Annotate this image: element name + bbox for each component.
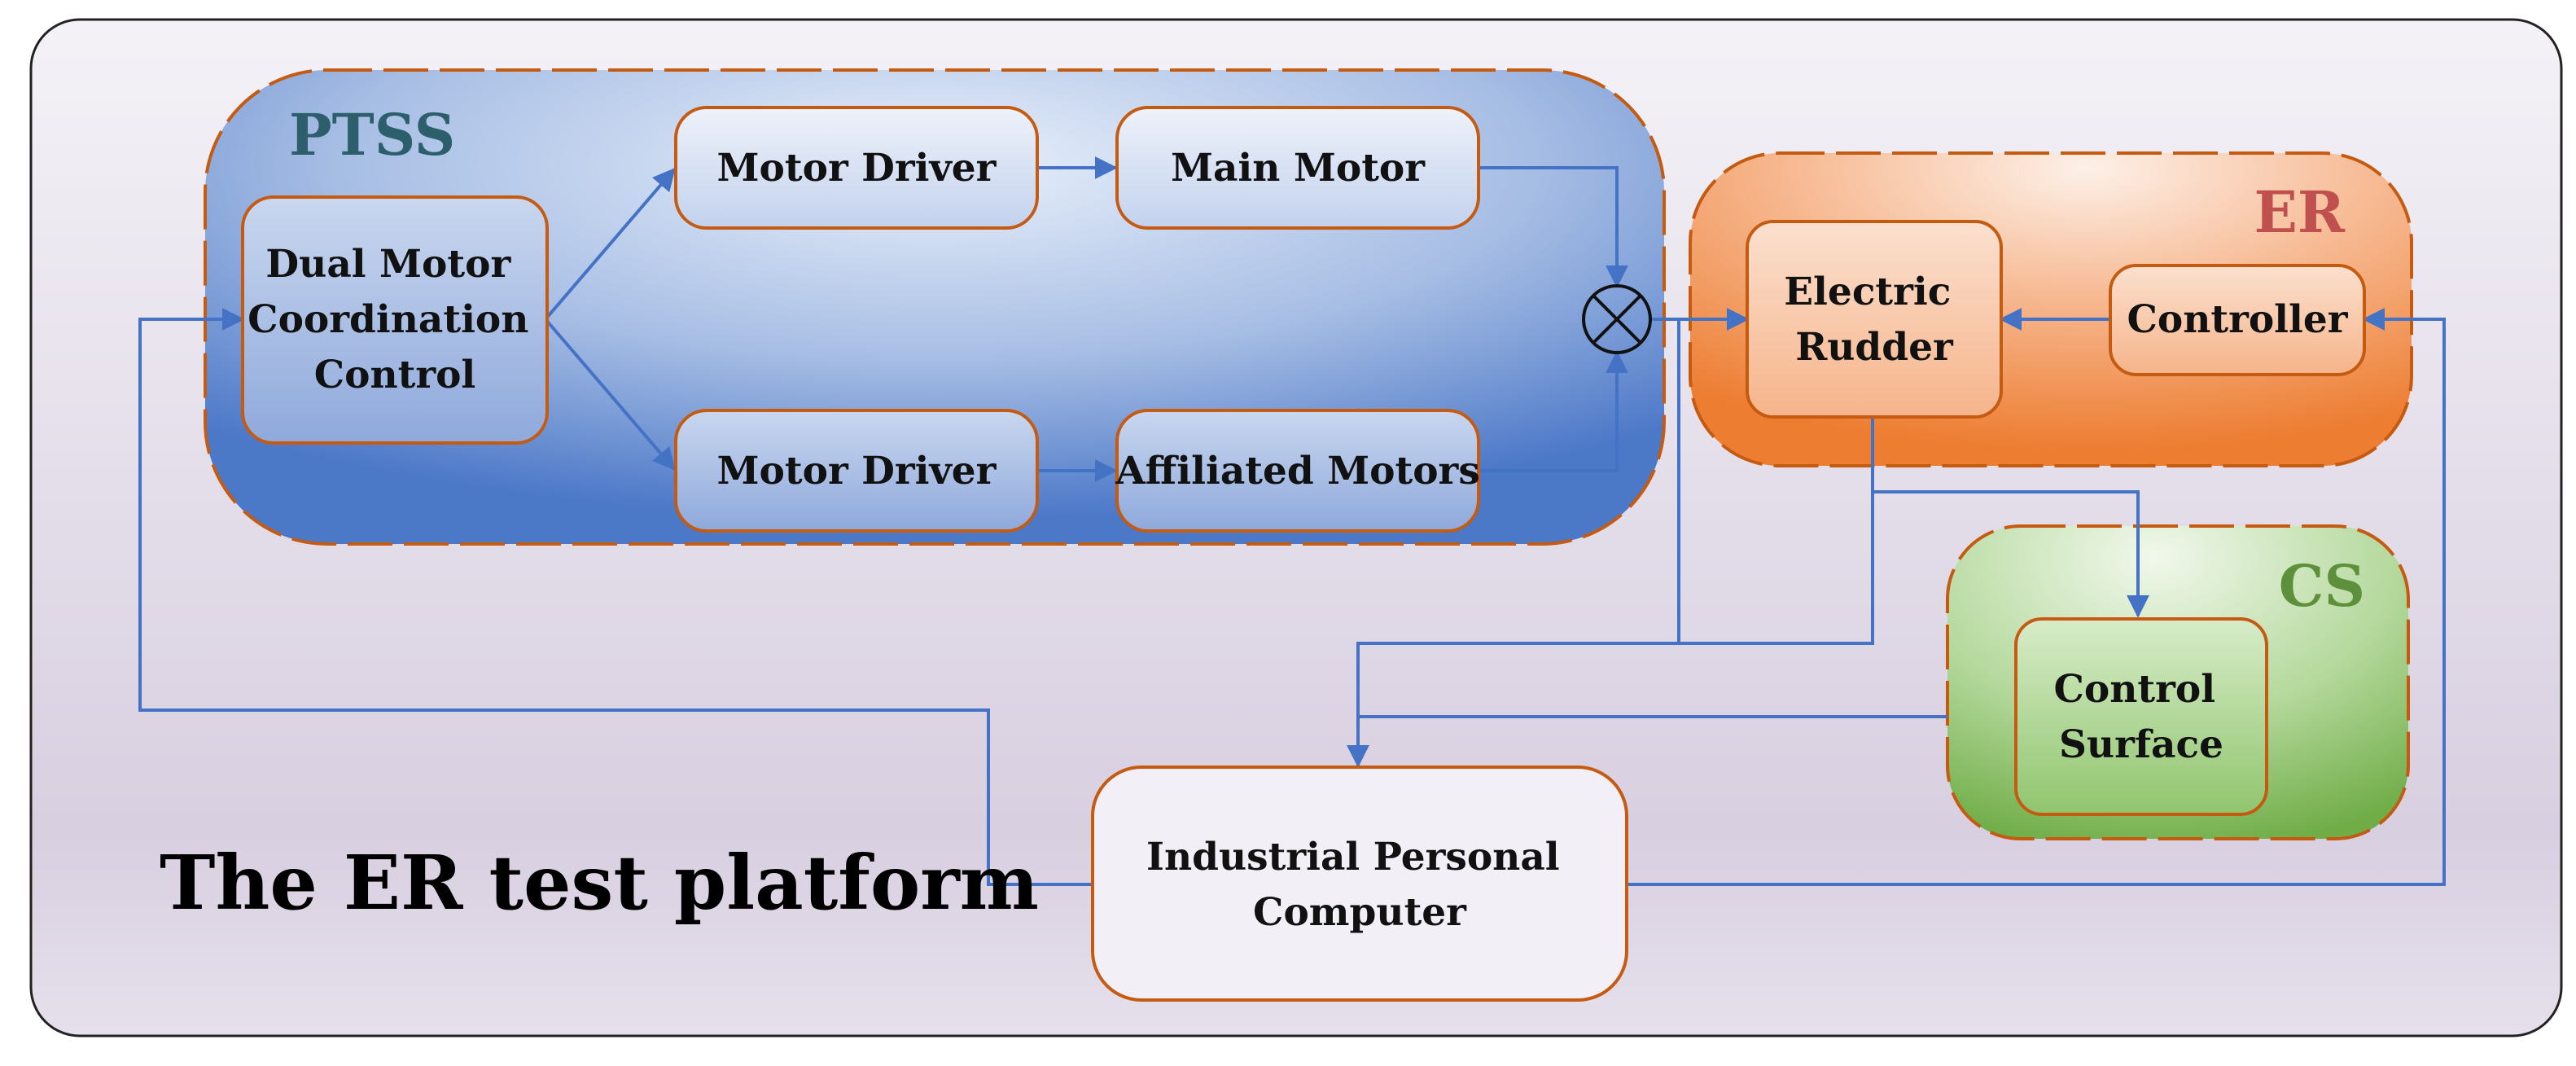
arrow-ipc-to-controller: [1627, 308, 2446, 886]
block-motor-driver-top: Motor Driver: [674, 106, 1039, 230]
er-group-label: ER: [2254, 178, 2345, 246]
block-electric-rudder-line-2: Rudder: [1795, 325, 1954, 370]
line-rudder-feedback: [1347, 492, 1874, 768]
svg-text:Control Surface: Control Surface: [2054, 667, 2229, 767]
block-dual-motor-control: Dual Motor Coordination Control: [241, 195, 549, 445]
arrow-rudder-to-control-surface: [1871, 417, 2149, 618]
block-main-motor-label: Main Motor: [1171, 146, 1426, 191]
block-controller-label: Controller: [2127, 297, 2348, 342]
svg-text:Dual Motor Coordination: Dual Motor Coordination Control: [248, 242, 542, 397]
block-control-surface-line-1: Control: [2054, 667, 2216, 712]
block-affiliated-motors: Affiliated Motors: [1115, 409, 1480, 533]
svg-text:Electric Rudder: Electric Rudder: [1784, 270, 1965, 370]
connectors: [138, 156, 2446, 886]
arrow-main-motor-to-junction: [1479, 166, 1628, 288]
block-dual-motor-control-line-3: Control: [314, 353, 476, 397]
svg-text:Industrial Personal Comp: Industrial Personal Computer: [1146, 835, 1573, 935]
arrow-affiliated-to-junction: [1479, 350, 1628, 472]
cs-group-label: CS: [2279, 552, 2365, 620]
arrow-dmc-to-driver-bottom: [544, 318, 676, 472]
block-dual-motor-control-line-2: Coordination: [248, 297, 528, 342]
block-control-surface-line-2: Surface: [2059, 722, 2223, 767]
block-controller: Controller: [2109, 264, 2366, 376]
block-motor-driver-bottom-label: Motor Driver: [717, 449, 997, 494]
arrow-dmc-to-driver-top: [544, 167, 676, 321]
circle-cross-icon: [1582, 284, 1652, 354]
block-electric-rudder: Electric Rudder: [1746, 220, 2003, 419]
block-affiliated-motors-label: Affiliated Motors: [1115, 449, 1480, 494]
block-industrial-pc: Industrial Personal Computer: [1091, 766, 1628, 1002]
block-main-motor: Main Motor: [1115, 106, 1480, 230]
platform-title: The ER test platform: [160, 839, 1039, 927]
ptss-group-label: PTSS: [289, 101, 455, 169]
block-industrial-pc-line-1: Industrial Personal: [1146, 835, 1560, 880]
block-electric-rudder-line-1: Electric: [1784, 270, 1951, 314]
arrow-ipc-to-dmc: [138, 308, 1091, 886]
block-motor-driver-bottom: Motor Driver: [674, 409, 1039, 533]
block-motor-driver-top-label: Motor Driver: [717, 146, 997, 191]
block-control-surface: Control Surface: [2014, 617, 2268, 816]
block-industrial-pc-line-2: Computer: [1253, 890, 1467, 935]
block-dual-motor-control-line-1: Dual Motor: [265, 242, 511, 287]
